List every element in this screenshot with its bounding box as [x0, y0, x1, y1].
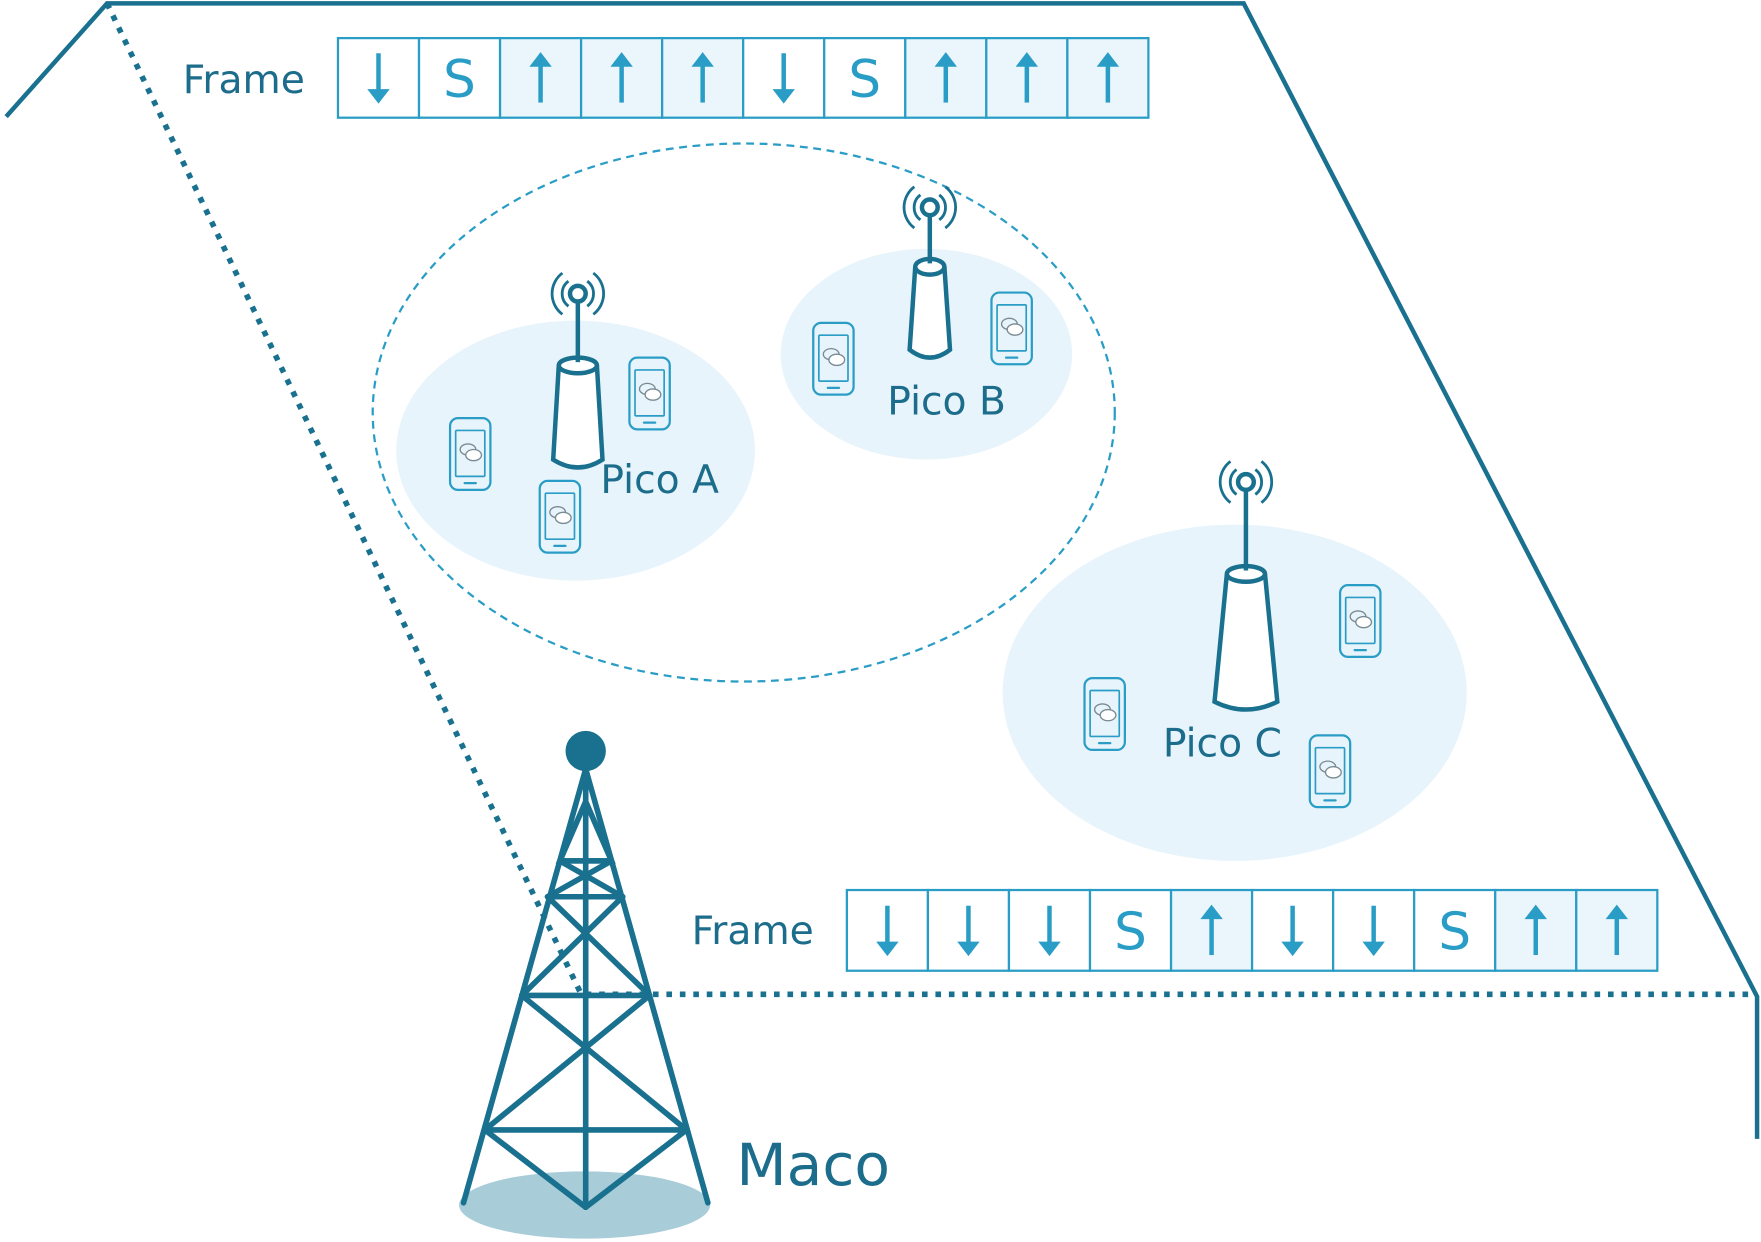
frame-slot-up — [1066, 36, 1150, 119]
pico-antenna-icon — [1212, 460, 1280, 712]
arrow-up-icon — [1096, 52, 1120, 103]
frame-slot-down — [742, 36, 826, 119]
frame-slot-down — [336, 36, 421, 119]
frame-slot-S: S — [417, 36, 502, 119]
frame-bottom-label: Frame — [692, 909, 814, 954]
arrow-down-icon — [1281, 905, 1304, 957]
area-outline — [4, 1, 1760, 1139]
pico-antenna-icon — [550, 271, 606, 470]
special-slot-label: S — [848, 50, 881, 110]
frame-slot-up — [1169, 888, 1254, 972]
special-slot-label: S — [1438, 902, 1471, 962]
frame-slot-down — [1250, 888, 1335, 972]
frame-slot-down — [926, 888, 1011, 972]
macro-coverage-dotted-line — [104, 2, 1758, 998]
frame-slot-S: S — [1413, 888, 1497, 972]
arrow-down-icon — [1362, 905, 1385, 957]
frame-slot-down — [1332, 888, 1416, 972]
pico-a-label: Pico A — [600, 458, 719, 503]
arrow-up-icon — [1524, 904, 1547, 956]
frame-slot-S: S — [1088, 888, 1173, 972]
pico-b-label: Pico B — [887, 380, 1006, 425]
arrow-down-icon — [772, 53, 795, 104]
frame-slot-up — [498, 36, 583, 119]
arrow-up-icon — [1015, 52, 1039, 103]
lattice-tower-icon — [459, 730, 711, 1239]
frame-slot-down — [845, 888, 930, 972]
arrow-up-icon — [1605, 904, 1628, 956]
frame-slot-up — [661, 36, 745, 119]
special-slot-label: S — [443, 50, 476, 110]
arrow-down-icon — [957, 905, 980, 957]
frame-slot-up — [904, 36, 988, 119]
frame-slot-up — [579, 36, 664, 119]
frame-slot-S: S — [823, 36, 907, 119]
frame-slot-up — [1575, 888, 1659, 972]
cluster-dashed-boundary — [371, 142, 1116, 683]
special-slot-label: S — [1114, 902, 1147, 962]
frame-top: Frame S S — [183, 36, 1150, 119]
frame-slot-down — [1007, 888, 1092, 972]
arrow-up-icon — [934, 52, 958, 103]
pico-antenna-icon — [902, 185, 957, 360]
frame-slot-up — [1494, 888, 1578, 972]
frame-bottom: Frame S S — [692, 888, 1659, 972]
macro-label: Maco — [736, 1131, 890, 1199]
arrow-down-icon — [876, 905, 899, 957]
arrow-up-icon — [1200, 904, 1223, 956]
arrow-up-icon — [691, 52, 714, 103]
pico-c-label: Pico C — [1163, 722, 1282, 767]
arrow-up-icon — [529, 52, 552, 103]
arrow-down-icon — [1038, 905, 1061, 957]
pico-towers — [550, 185, 1280, 712]
arrow-up-icon — [610, 52, 633, 103]
frame-top-label: Frame — [183, 58, 305, 103]
arrow-down-icon — [367, 53, 390, 104]
frame-slot-up — [985, 36, 1069, 119]
